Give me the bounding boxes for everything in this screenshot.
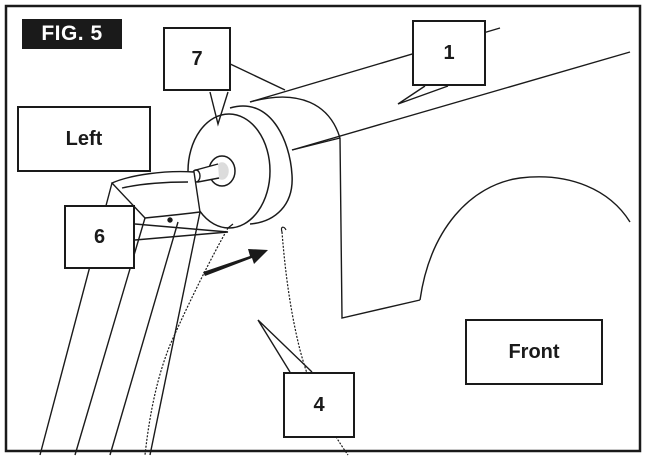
cable-end xyxy=(227,223,287,233)
leader-4 xyxy=(257,319,313,373)
callout-4: 4 xyxy=(283,372,355,438)
cable xyxy=(144,227,349,456)
leader-lines xyxy=(134,85,449,373)
figure-label: FIG. 5 xyxy=(22,19,122,49)
callout-6: 6 xyxy=(64,205,135,269)
leader-7 xyxy=(209,91,229,127)
body-panel xyxy=(225,61,631,319)
label-left: Left xyxy=(17,106,151,172)
end-cap xyxy=(187,105,293,229)
leader-6 xyxy=(134,223,229,241)
label-front: Front xyxy=(465,319,603,385)
leader-1 xyxy=(397,85,449,105)
direction-arrow xyxy=(203,249,268,276)
callout-7: 7 xyxy=(163,27,231,91)
callout-1: 1 xyxy=(412,20,486,86)
figure-border xyxy=(4,4,642,453)
